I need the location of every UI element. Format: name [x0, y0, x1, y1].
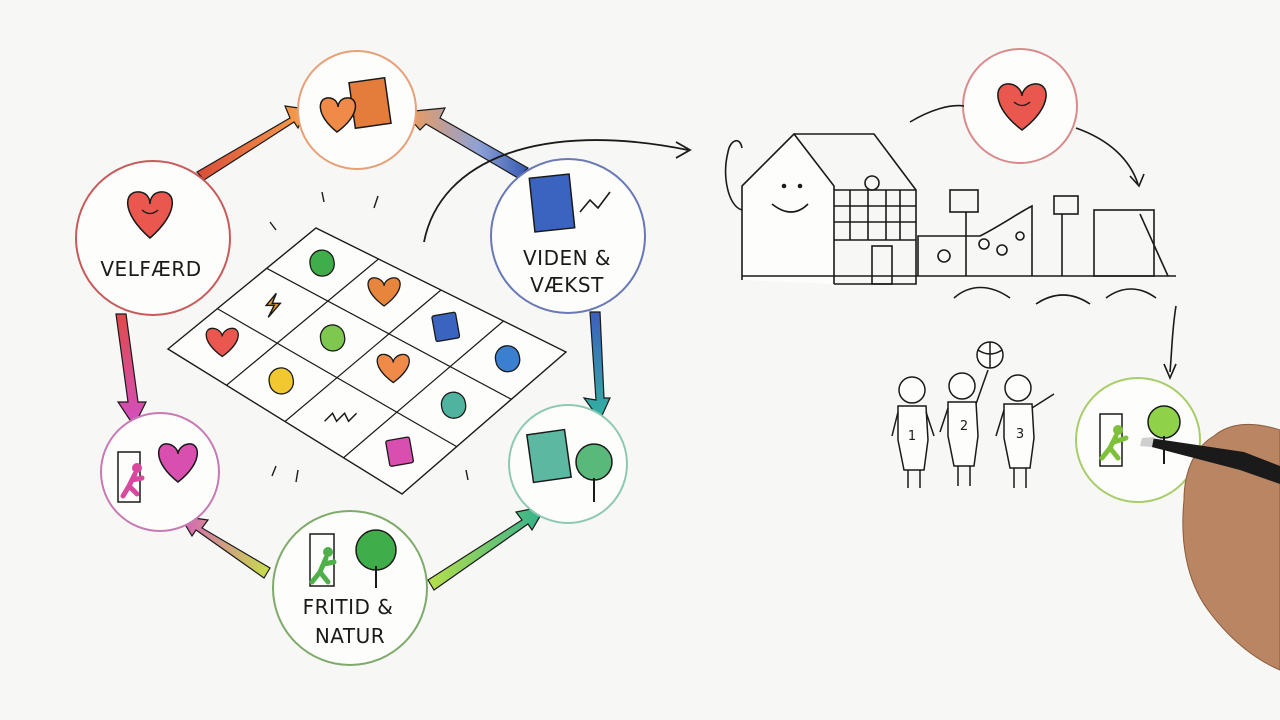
- heart-icon: [997, 83, 1047, 131]
- lightbulb-icon: [268, 367, 295, 395]
- grid-line: [266, 267, 512, 400]
- heart-book-icon: [367, 277, 401, 307]
- tree-icon: [1147, 405, 1181, 464]
- icon-grid: [166, 191, 568, 495]
- running-person-icon: [1099, 425, 1129, 461]
- sign-tree-icon: [440, 391, 467, 419]
- velfaerd-label: VELFÆRD: [100, 257, 201, 281]
- grid-line: [217, 308, 457, 448]
- drawing-hand: [1140, 423, 1280, 671]
- lightning-icon: [264, 292, 282, 318]
- connector-arrow: [423, 139, 689, 243]
- heart-to-court-arrow: [1075, 127, 1139, 185]
- arrow-fritid-to-heart: [178, 515, 271, 579]
- node-fritid: FRITID & NATUR: [272, 510, 428, 666]
- player-2: 2: [939, 369, 989, 486]
- fritid-label-1: FRITID &: [303, 595, 394, 619]
- fritid-label-2: NATUR: [315, 624, 385, 648]
- heart-icon: [205, 327, 239, 358]
- book-growth-icon: [431, 311, 461, 343]
- player-number: 1: [908, 429, 916, 444]
- heart-icon: [126, 191, 174, 239]
- node-velfaerd: VELFÆRD: [75, 160, 231, 316]
- clock-icon: [864, 175, 880, 191]
- arrow-viden-to-top: [402, 107, 529, 179]
- player-1: 1: [891, 376, 935, 488]
- heart-to-scene-arrow: [909, 104, 965, 123]
- school-building: [724, 132, 1176, 285]
- waving-arm: [724, 140, 743, 211]
- heart-icon: [157, 443, 199, 483]
- basketball-players: 1 2 3: [891, 341, 1055, 488]
- marker-pen: [1148, 438, 1280, 484]
- grid-line: [284, 289, 442, 422]
- tree-icon: [575, 443, 613, 502]
- node-nature-small: [508, 404, 628, 524]
- heart-icon: [319, 97, 357, 133]
- book-icon: [528, 173, 576, 233]
- zigzag-icon: [324, 412, 358, 423]
- node-leisure-heart: [100, 412, 220, 532]
- heart-face-icon: [376, 353, 410, 384]
- book-icon: [525, 428, 573, 484]
- arrow-viden-to-nature: [582, 311, 611, 422]
- tree-icon: [319, 324, 346, 352]
- grid-line: [226, 258, 379, 386]
- cycle-arrows: [115, 105, 611, 591]
- player-number: 3: [1016, 427, 1024, 442]
- tree-icon: [355, 529, 397, 588]
- viden-label-1: VIDEN &: [523, 246, 611, 270]
- node-viden: VIDEN & VÆKST: [490, 158, 646, 314]
- player-3: 3: [995, 374, 1055, 488]
- scene-result-node: [1075, 377, 1201, 503]
- player-number: 2: [960, 419, 968, 434]
- node-top: [297, 50, 417, 170]
- growth-arrow-icon: [579, 191, 611, 213]
- viden-label-2: VÆKST: [530, 273, 604, 297]
- running-person-icon: [309, 547, 337, 585]
- arrow-velfaerd-to-heart: [115, 313, 147, 428]
- playground: [917, 189, 1177, 381]
- person-tree-icon: [309, 249, 335, 277]
- basketball-hoop: [949, 189, 979, 213]
- arrow-velfaerd-to-top: [196, 105, 307, 181]
- thumbs-up-icon: [494, 345, 521, 373]
- arrow-fritid-to-nature: [427, 505, 548, 591]
- scene-heart-node: [962, 48, 1078, 164]
- person-heart-icon: [385, 436, 414, 467]
- running-person-icon: [120, 463, 145, 499]
- grid-line: [343, 320, 504, 459]
